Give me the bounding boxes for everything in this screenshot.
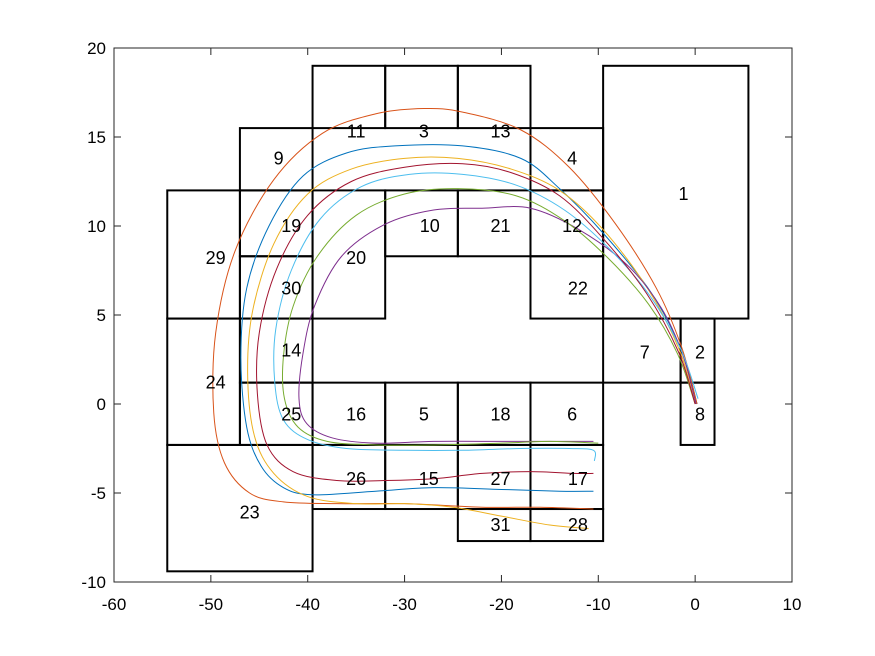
cell-label-15: 15 bbox=[419, 469, 439, 489]
cell-21 bbox=[456, 189, 532, 258]
y-tick-label: -10 bbox=[81, 573, 106, 592]
cell-7 bbox=[602, 317, 682, 384]
cell-22 bbox=[529, 255, 605, 320]
cell-label-5: 5 bbox=[419, 405, 429, 425]
cell-label-8: 8 bbox=[695, 405, 705, 425]
cell-label-3: 3 bbox=[419, 122, 429, 142]
y-tick-label: 20 bbox=[87, 39, 106, 58]
cell-label-1: 1 bbox=[679, 184, 689, 204]
cell-label-31: 31 bbox=[490, 515, 510, 535]
x-tick-label: 0 bbox=[690, 595, 699, 614]
cell-label-22: 22 bbox=[568, 278, 588, 298]
cell-label-12: 12 bbox=[562, 216, 582, 236]
cell-26 bbox=[311, 443, 387, 511]
cell-label-9: 9 bbox=[274, 148, 284, 168]
x-tick-label: 10 bbox=[783, 595, 802, 614]
cell-label-23: 23 bbox=[240, 503, 260, 523]
trajectory-line-7 bbox=[256, 162, 696, 482]
cell-label-19: 19 bbox=[281, 216, 301, 236]
cell-label-4: 4 bbox=[567, 148, 577, 168]
trajectory-line-6 bbox=[273, 172, 699, 462]
cell-label-20: 20 bbox=[346, 248, 366, 268]
y-tick-label: 5 bbox=[97, 306, 106, 325]
cell-30 bbox=[238, 255, 314, 320]
cell-31 bbox=[456, 508, 532, 543]
cell-11 bbox=[311, 64, 387, 130]
plot-area bbox=[113, 47, 793, 583]
y-tick-label: -5 bbox=[91, 484, 106, 503]
cell-label-11: 11 bbox=[347, 122, 366, 142]
trajectory-line-5 bbox=[282, 188, 696, 446]
cell-label-25: 25 bbox=[281, 405, 301, 425]
cell-label-16: 16 bbox=[346, 405, 366, 425]
cell-13 bbox=[456, 64, 532, 130]
x-tick-label: -50 bbox=[199, 595, 224, 614]
y-tick-label: 15 bbox=[87, 128, 106, 147]
cell-label-10: 10 bbox=[420, 216, 440, 236]
cell-label-26: 26 bbox=[346, 469, 366, 489]
x-tick-label: -10 bbox=[586, 595, 611, 614]
cell-label-2: 2 bbox=[695, 342, 705, 362]
y-tick-label: 0 bbox=[97, 395, 106, 414]
trajectory-lines bbox=[212, 107, 699, 530]
cell-label-14: 14 bbox=[281, 341, 301, 361]
cell-label-18: 18 bbox=[490, 405, 510, 425]
x-tick-label: -60 bbox=[102, 595, 127, 614]
cell-label-27: 27 bbox=[490, 469, 510, 489]
cell-label-6: 6 bbox=[567, 405, 577, 425]
trajectory-line-1 bbox=[240, 144, 698, 496]
cell-label-29: 29 bbox=[206, 248, 226, 268]
cell-label-24: 24 bbox=[206, 373, 226, 393]
cell-label-30: 30 bbox=[281, 278, 301, 298]
cell-8 bbox=[679, 381, 716, 446]
cell-label-21: 21 bbox=[490, 216, 510, 236]
x-tick-label: -30 bbox=[392, 595, 417, 614]
y-tick-label: 10 bbox=[87, 217, 106, 236]
x-tick-label: -40 bbox=[295, 595, 320, 614]
cell-20 bbox=[311, 189, 387, 320]
cell-25 bbox=[238, 381, 314, 446]
cell-29 bbox=[166, 189, 241, 320]
cell-label-17: 17 bbox=[568, 469, 588, 489]
cell-label-7: 7 bbox=[640, 342, 650, 362]
x-tick-label: -20 bbox=[489, 595, 514, 614]
cell-label-13: 13 bbox=[490, 122, 510, 142]
trajectory-line-3 bbox=[247, 156, 696, 530]
cell-label-28: 28 bbox=[568, 515, 588, 535]
